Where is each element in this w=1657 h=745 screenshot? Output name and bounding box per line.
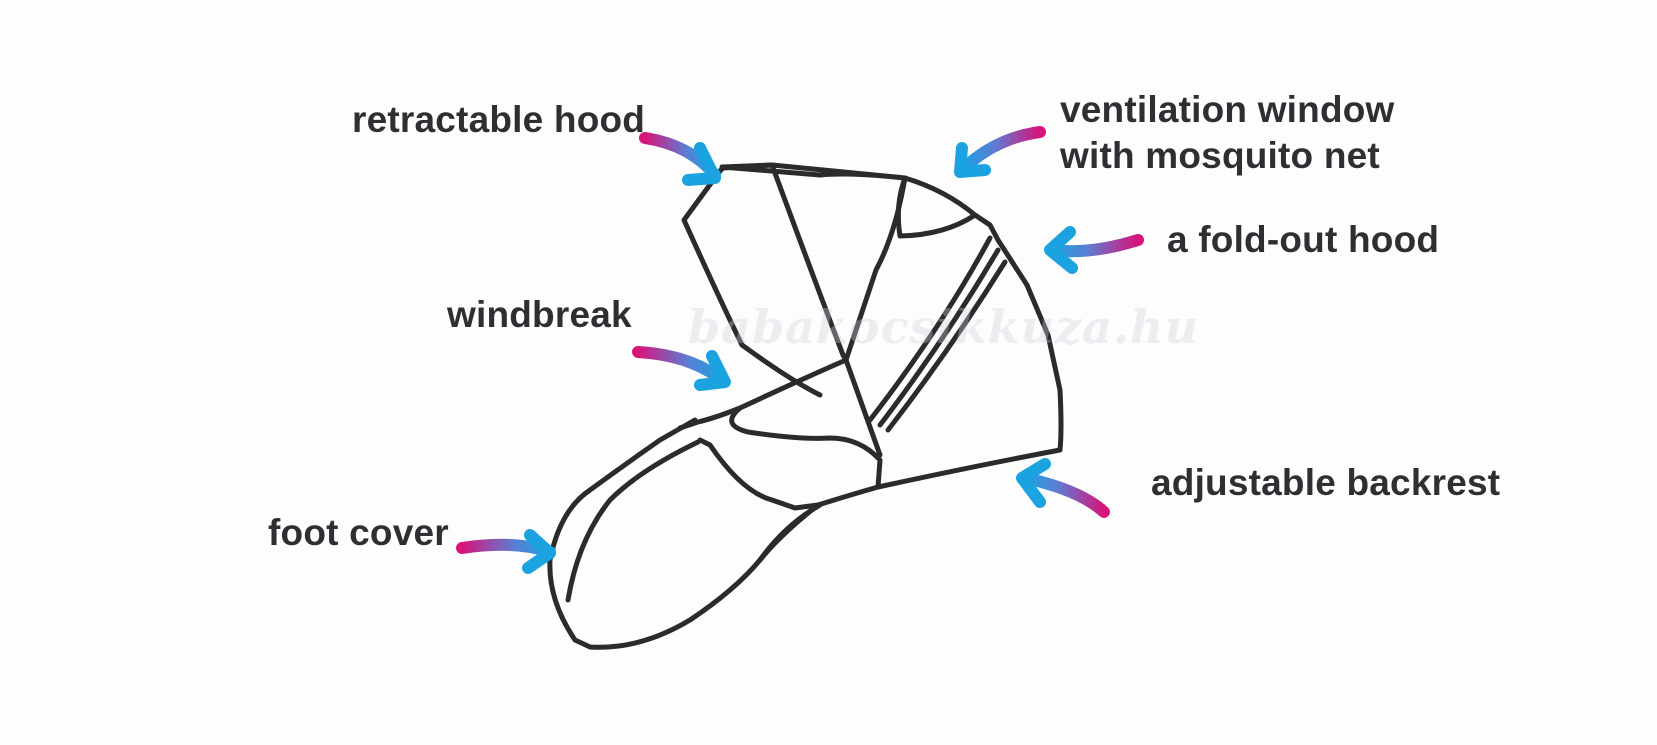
label-ventilation-window-line1: ventilation window: [1060, 89, 1395, 130]
watermark: babakocsikkuza.hu: [688, 300, 1199, 354]
arrow-windbreak: [632, 346, 731, 391]
arrow-adjustable-backrest: [1016, 458, 1110, 518]
label-ventilation-window-line2: with mosquito net: [1060, 135, 1380, 176]
label-retractable-hood: retractable hood: [352, 99, 646, 140]
arrows: [456, 126, 1144, 574]
fold-out-hood-shape: [972, 212, 1064, 453]
arrow-ventilation-window: [954, 126, 1046, 178]
windbreak-shape: [729, 357, 883, 490]
label-windbreak: windbreak: [447, 294, 632, 335]
label-ventilation-window: ventilation window with mosquito net: [1060, 87, 1395, 179]
label-fold-out-hood: a fold-out hood: [1167, 219, 1440, 260]
arrow-retractable-hood: [639, 132, 721, 186]
ventilation-window-shape: [895, 175, 978, 239]
stroller-outline: [547, 162, 1064, 650]
foot-cover-shape: [547, 417, 821, 650]
adjustable-backrest-shape: [875, 447, 1063, 490]
label-adjustable-backrest: adjustable backrest: [1151, 462, 1501, 503]
arrow-fold-out-hood: [1044, 226, 1144, 274]
arrow-foot-cover: [456, 529, 556, 574]
label-foot-cover: foot cover: [268, 512, 449, 553]
